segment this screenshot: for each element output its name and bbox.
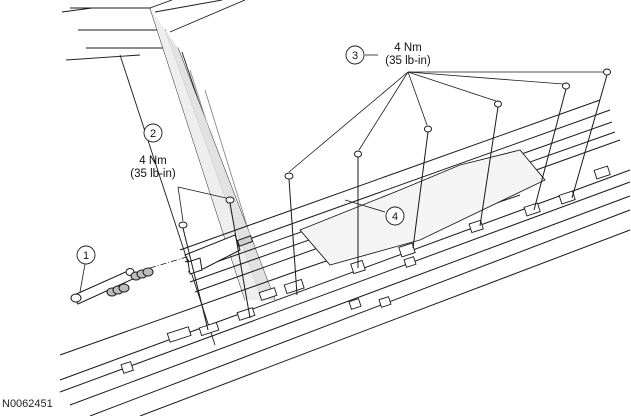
bolts bbox=[178, 68, 611, 331]
callout-4: 4 bbox=[385, 206, 405, 226]
figure-id: N0062451 bbox=[2, 398, 53, 410]
callout-1: 1 bbox=[76, 245, 96, 265]
callout-2-number: 2 bbox=[150, 128, 156, 140]
callout-1-number: 1 bbox=[83, 250, 89, 262]
callout-3-torque-nm: 4 Nm bbox=[394, 42, 421, 54]
callout-3-torque-lbin: (35 lb-in) bbox=[385, 55, 431, 67]
rail-panel bbox=[299, 149, 546, 266]
bolt bbox=[479, 100, 502, 227]
spring bbox=[106, 283, 130, 297]
bolt bbox=[354, 150, 362, 268]
bolt bbox=[412, 125, 432, 249]
callout-2-torque-nm: 4 Nm bbox=[139, 155, 166, 167]
callout-3: 3 4 Nm (35 lb-in) bbox=[345, 42, 431, 67]
callout-3-number: 3 bbox=[352, 50, 358, 62]
rail-details bbox=[120, 165, 611, 374]
assembly-line bbox=[149, 255, 191, 269]
bolt bbox=[533, 82, 570, 211]
bolt bbox=[225, 196, 251, 319]
bolt bbox=[284, 172, 298, 296]
leader-lines bbox=[79, 54, 604, 293]
bolt bbox=[571, 68, 611, 199]
callout-2: 2 4 Nm (35 lb-in) bbox=[130, 123, 176, 180]
spring bbox=[130, 267, 154, 281]
link-bracket bbox=[70, 267, 154, 305]
bolt bbox=[178, 221, 209, 331]
callout-2-torque-lbin: (35 lb-in) bbox=[130, 168, 176, 180]
callout-4-number: 4 bbox=[392, 211, 398, 223]
